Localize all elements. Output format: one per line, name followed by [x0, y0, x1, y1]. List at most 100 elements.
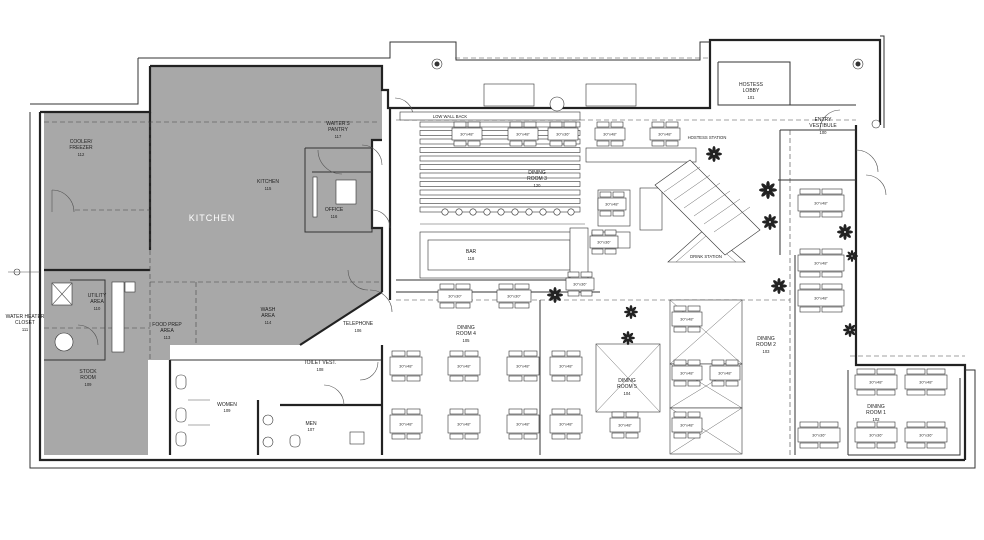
table: 30"x30"	[437, 283, 473, 309]
table-size-label: 30"x48"	[814, 201, 828, 206]
chair	[580, 290, 593, 297]
table-size-label: 30"x48"	[516, 132, 530, 137]
plants	[546, 145, 858, 345]
kitchen-num: 115	[265, 186, 272, 191]
table-size-label: 30"x48"	[559, 364, 573, 369]
dining2-label-2: ROOM 2	[756, 342, 776, 348]
stock-label-1: STOCK	[79, 369, 97, 375]
table-size-label: 30"x48"	[457, 422, 471, 427]
bar-stool	[483, 208, 491, 216]
table-top	[565, 277, 595, 291]
bar-stool	[553, 208, 561, 216]
table-size-label: 30"x48"	[919, 380, 933, 385]
slat-row	[419, 198, 581, 204]
table: 30"x30"	[496, 283, 532, 309]
table-size-label: 30"x36"	[812, 433, 826, 438]
chair	[856, 389, 876, 396]
table: 30"x48"	[649, 121, 681, 147]
dining2-label-1: DINING	[757, 336, 775, 342]
chair	[651, 140, 665, 147]
bar-stool	[525, 208, 533, 216]
table-size-label: 30"x36"	[573, 282, 587, 287]
chair	[856, 421, 876, 428]
chair	[449, 350, 464, 357]
chair	[591, 229, 604, 236]
chair	[566, 433, 581, 440]
telephone-label: TELEPHONE	[343, 321, 374, 327]
table-size-label: 30"x48"	[460, 132, 474, 137]
table: 30"x36"	[797, 421, 841, 449]
chair	[523, 408, 538, 415]
chair	[391, 350, 406, 357]
table-top	[797, 194, 845, 212]
hostess-station-label: HOSTESS STATION	[688, 135, 727, 140]
chair	[821, 248, 843, 255]
slat-row	[419, 172, 581, 179]
chair	[567, 271, 580, 278]
table-size-label: 30"x48"	[680, 317, 694, 322]
chair	[453, 140, 467, 147]
chair	[665, 121, 679, 128]
kitchen-zone	[44, 66, 382, 455]
table-top	[904, 374, 948, 390]
table-top	[671, 311, 703, 327]
table-top	[437, 289, 473, 303]
slat-row	[419, 138, 581, 145]
chair	[599, 210, 612, 217]
chair	[523, 140, 537, 147]
table-size-label: 30"x48"	[399, 422, 413, 427]
chair	[610, 140, 624, 147]
dining-room-3-seating	[419, 121, 581, 216]
table-top	[451, 127, 483, 141]
chair	[625, 432, 639, 439]
chair	[591, 248, 604, 255]
stock-label-2: ROOM	[80, 375, 96, 381]
chair	[799, 442, 819, 449]
chair	[449, 408, 464, 415]
food-prep-label-1: FOOD PREP	[152, 322, 182, 328]
table-size-label: 30"x48"	[603, 132, 617, 137]
chair	[673, 326, 687, 333]
chair	[612, 191, 625, 198]
table: 30"x48"	[447, 350, 481, 382]
table-size-label: 30"x36"	[919, 433, 933, 438]
chair	[566, 408, 581, 415]
chair	[821, 211, 843, 218]
table-top	[797, 289, 845, 307]
table-top	[589, 235, 619, 249]
table-top	[549, 414, 583, 434]
chair	[819, 442, 839, 449]
chair	[651, 121, 665, 128]
chair	[566, 350, 581, 357]
chair	[799, 188, 821, 195]
chair	[599, 191, 612, 198]
dining3-label-2: ROOM 3	[527, 176, 547, 182]
bar-num: 118	[468, 256, 475, 261]
chair	[391, 408, 406, 415]
low-wall-label: LOW WALL BACK	[433, 114, 468, 119]
table-top	[671, 365, 703, 381]
chair	[551, 433, 566, 440]
women-num: 109	[224, 408, 232, 413]
entry-vestibule-label-2: VESTIBULE	[809, 123, 837, 129]
chair	[509, 140, 523, 147]
bar-stool	[469, 208, 477, 216]
chair	[856, 368, 876, 375]
bar-stool	[441, 208, 449, 216]
wash-label-1: WASH	[261, 307, 276, 313]
chair	[799, 283, 821, 290]
chair	[625, 411, 639, 418]
table-size-label: 30"x36"	[597, 240, 611, 245]
table-top	[447, 414, 481, 434]
chair	[687, 380, 701, 387]
water-heater-label-1: WATER HEATER	[6, 314, 45, 320]
table-top	[547, 127, 579, 141]
chair	[687, 411, 701, 418]
cooler-label-1: COOLER/	[70, 139, 93, 145]
dining5-label-2: ROOM 5	[617, 384, 637, 390]
slat-row	[419, 164, 581, 170]
wash-label-2: AREA	[261, 313, 275, 319]
table-size-label: 30"x48"	[516, 364, 530, 369]
chair	[906, 442, 926, 449]
table-size-label: 30"x48"	[516, 422, 530, 427]
